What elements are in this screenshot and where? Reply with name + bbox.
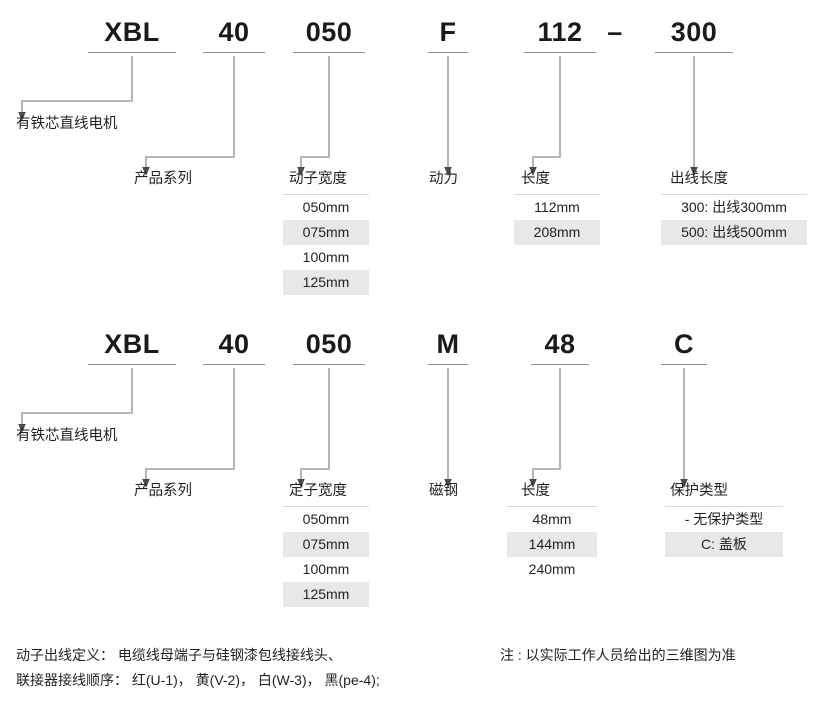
connector-line-4 — [532, 56, 561, 168]
option-row[interactable]: 240mm — [507, 557, 597, 582]
option-row[interactable]: 48mm — [507, 507, 597, 532]
option-row[interactable]: 100mm — [283, 245, 369, 270]
option-table-stator-width: 050mm 075mm 100mm 125mm — [283, 506, 369, 607]
code-segment-1: 40 — [203, 324, 265, 365]
code-segment-text: XBL — [104, 329, 160, 359]
option-row[interactable]: 300: 出线300mm — [661, 195, 807, 220]
code-segment-6: 300 — [655, 12, 733, 53]
option-row[interactable]: 208mm — [514, 220, 600, 245]
wiring-note-line-2: 联接器接线顺序： 红(U-1)， 黄(V-2)， 白(W-3)， 黑(pe-4)… — [16, 672, 380, 688]
code-underline-bar — [661, 364, 707, 365]
category-label-5: 出线长度 — [670, 171, 728, 187]
code-segment-5: C — [661, 324, 707, 365]
category-label-0: 有铁芯直线电机 — [16, 428, 118, 444]
option-row[interactable]: 050mm — [283, 195, 369, 220]
code-underline-bar — [88, 52, 176, 53]
connector-line-0 — [21, 56, 133, 113]
category-label-1: 产品系列 — [134, 171, 192, 187]
option-row[interactable]: 050mm — [283, 507, 369, 532]
option-row[interactable]: 100mm — [283, 557, 369, 582]
code-segment-0: XBL — [88, 12, 176, 53]
code-segment-text: 300 — [670, 17, 718, 47]
code-segment-text: 40 — [218, 329, 250, 359]
category-label-5: 保护类型 — [670, 483, 728, 499]
code-underline-bar — [524, 52, 596, 53]
forcer-code-diagram: XBL 40 050 F 112 – 300 — [0, 0, 818, 310]
option-table-length: 112mm 208mm — [514, 194, 600, 245]
wiring-definition-note: 动子出线定义： 电缆线母端子与硅钢漆包线接线头、 联接器接线顺序： 红(U-1)… — [16, 643, 380, 693]
option-row[interactable]: C: 盖板 — [665, 532, 783, 557]
option-row[interactable]: 075mm — [283, 532, 369, 557]
code-underline-bar — [428, 52, 468, 53]
code-segment-2: 050 — [293, 324, 365, 365]
code-separator-dash: – — [600, 12, 630, 52]
connector-line-2 — [300, 368, 330, 480]
category-label-3: 磁钢 — [429, 483, 458, 499]
code-segment-4: 48 — [531, 324, 589, 365]
connector-line-0 — [21, 368, 133, 425]
code-underline-bar — [293, 364, 365, 365]
category-label-0: 有铁芯直线电机 — [16, 116, 118, 132]
code-segment-text: 050 — [305, 17, 353, 47]
code-segment-text: M — [436, 329, 460, 359]
option-table-cable-length: 300: 出线300mm 500: 出线500mm — [661, 194, 807, 245]
option-row[interactable]: 144mm — [507, 532, 597, 557]
code-segment-text: 48 — [544, 329, 576, 359]
code-segment-text: 112 — [537, 17, 583, 47]
option-table-mover-width: 050mm 075mm 100mm 125mm — [283, 194, 369, 295]
magnet-code-diagram: XBL 40 050 M 48 C 有铁芯直线电机 产品系列 定子宽度 — [0, 312, 818, 612]
connector-line-1 — [145, 56, 235, 168]
option-table-protection-type: - 无保护类型 C: 盖板 — [665, 506, 783, 557]
code-underline-bar — [428, 364, 468, 365]
category-label-2: 动子宽度 — [289, 171, 347, 187]
option-table-length: 48mm 144mm 240mm — [507, 506, 597, 582]
category-label-3: 动力 — [429, 171, 458, 187]
code-underline-bar — [203, 364, 265, 365]
option-row[interactable]: 125mm — [283, 270, 369, 295]
code-segment-text: XBL — [104, 17, 160, 47]
code-segment-text: 40 — [218, 17, 250, 47]
code-underline-bar — [293, 52, 365, 53]
code-underline-bar — [655, 52, 733, 53]
option-row[interactable]: 112mm — [514, 195, 600, 220]
code-segment-text: 050 — [305, 329, 353, 359]
option-row[interactable]: 500: 出线500mm — [661, 220, 807, 245]
option-row[interactable]: 125mm — [283, 582, 369, 607]
code-segment-text: C — [674, 329, 694, 359]
option-row[interactable]: - 无保护类型 — [665, 507, 783, 532]
connector-line-4 — [532, 368, 561, 480]
code-underline-bar — [203, 52, 265, 53]
category-label-4: 长度 — [521, 483, 550, 499]
code-segment-0: XBL — [88, 324, 176, 365]
code-segment-2: 050 — [293, 12, 365, 53]
code-segment-4: 112 — [524, 12, 596, 53]
code-underline-bar — [88, 364, 176, 365]
code-segment-3: F — [428, 12, 468, 53]
code-segment-1: 40 — [203, 12, 265, 53]
category-label-4: 长度 — [521, 171, 550, 187]
code-underline-bar — [531, 364, 589, 365]
code-segment-3: M — [428, 324, 468, 365]
wiring-note-line-1: 动子出线定义： 电缆线母端子与硅钢漆包线接线头、 — [16, 647, 342, 663]
connector-line-1 — [145, 368, 235, 480]
option-row[interactable]: 075mm — [283, 220, 369, 245]
category-label-1: 产品系列 — [134, 483, 192, 499]
category-label-2: 定子宽度 — [289, 483, 347, 499]
code-segment-text: F — [439, 17, 457, 47]
connector-line-2 — [300, 56, 330, 168]
reference-note: 注 : 以实际工作人员给出的三维图为准 — [500, 647, 736, 663]
code-separator-text: – — [607, 17, 623, 47]
